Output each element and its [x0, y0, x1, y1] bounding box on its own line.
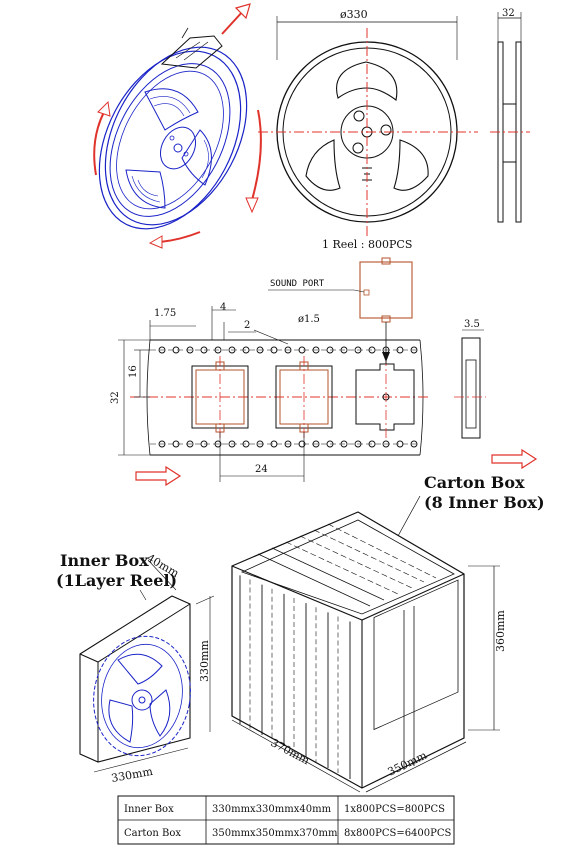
dim-1-75-label: 1.75 — [154, 308, 176, 319]
reel-front-view: ø330 1 Reel : 800PCS — [258, 8, 478, 251]
inner-title-line2: (1Layer Reel) — [56, 571, 177, 590]
arrow-up-right-icon — [234, 3, 251, 20]
carton-title-line1: Carton Box — [424, 473, 525, 492]
reel-width-label: 32 — [502, 8, 515, 19]
dim-2-label: 2 — [244, 320, 250, 331]
inner-title-line1: Inner Box — [60, 551, 149, 570]
hole-diameter-label: ø1.5 — [298, 314, 320, 325]
reel-isometric — [93, 3, 262, 249]
table-row-1-qty: 1x800PCS=800PCS — [344, 804, 445, 815]
table-row-2-size: 350mmx350mmx370mm — [212, 828, 338, 839]
arrow-rotate-icon — [97, 100, 111, 117]
carrier-tape: SOUND PORT 1.75 4 2 ø1.5 16 32 24 3.5 — [110, 257, 538, 487]
reel-side-view: 32 — [490, 8, 530, 223]
inner-box: 40mm 330mm 330mm Inner Box (1Layer Reel) — [56, 551, 215, 785]
feed-direction-arrow-icon — [135, 465, 182, 487]
sound-port-label: SOUND PORT — [270, 279, 325, 289]
dim-3-5-label: 3.5 — [464, 319, 480, 330]
table-row-1-size: 330mmx330mmx40mm — [212, 804, 332, 815]
carton-box: 360mm 370mm 350mm Carton Box (8 Inner Bo… — [231, 473, 545, 793]
inner-box-lines — [239, 575, 351, 779]
table-row-1-name: Inner Box — [124, 804, 174, 815]
carton-title-line2: (8 Inner Box) — [424, 493, 545, 512]
dim-4-label: 4 — [220, 302, 226, 313]
inner-width-label: 330mm — [110, 765, 154, 785]
feed-direction-arrow-icon — [491, 448, 538, 470]
arrow-rotate-icon — [245, 197, 259, 214]
reel-quantity-label: 1 Reel : 800PCS — [322, 238, 412, 251]
reel-diameter-label: ø330 — [340, 8, 368, 21]
dim-24-label: 24 — [255, 464, 268, 475]
table-row-2-qty: 8x800PCS=6400PCS — [344, 828, 452, 839]
dim-16-label: 16 — [128, 365, 139, 378]
carton-height-label: 360mm — [494, 610, 507, 652]
dim-32-label: 32 — [110, 391, 121, 404]
inner-height-label: 330mm — [198, 640, 211, 682]
spec-table: Inner Box 330mmx330mmx40mm 1x800PCS=800P… — [117, 795, 455, 845]
arrow-rotate-icon — [148, 235, 163, 249]
table-row-2-name: Carton Box — [124, 828, 181, 839]
